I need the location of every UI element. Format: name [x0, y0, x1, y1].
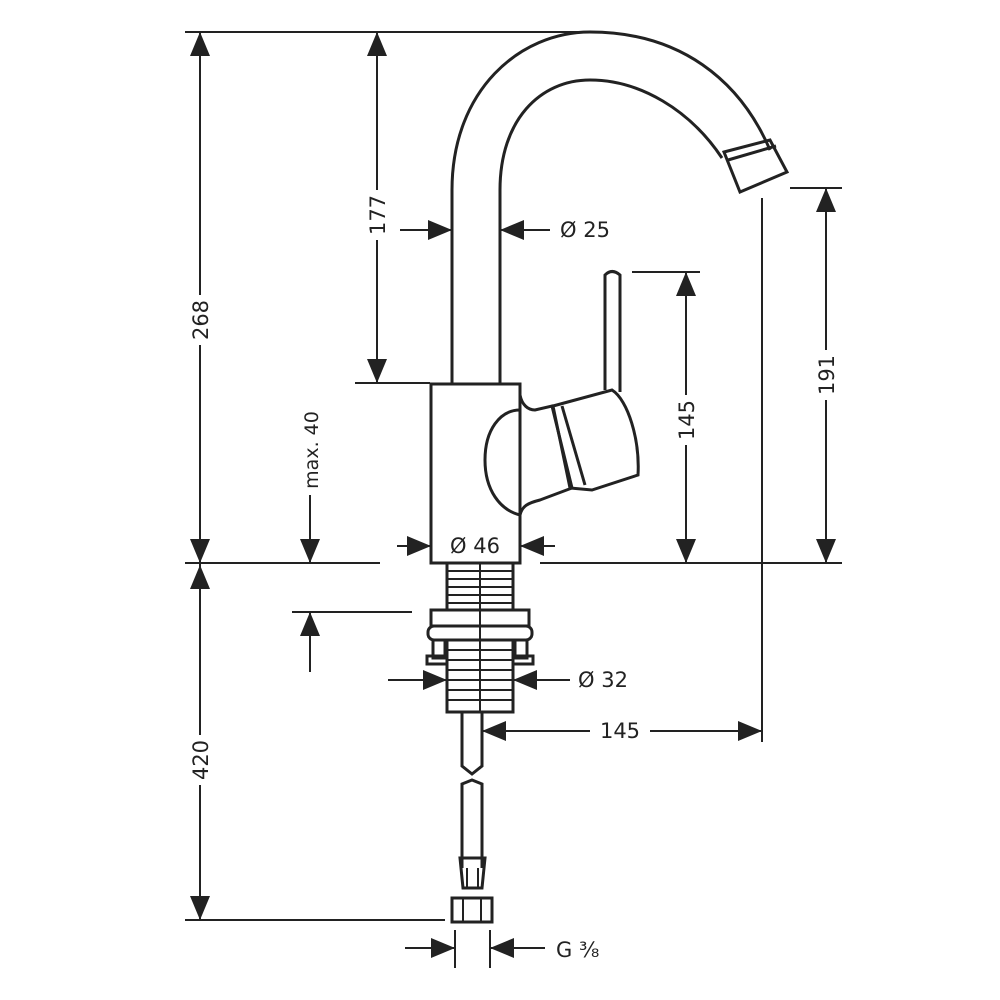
dimension-145-vertical: 145 [674, 272, 699, 563]
hose-upper [460, 712, 484, 776]
spout-nozzle [721, 138, 790, 194]
dim-label-dia-32: Ø 32 [578, 668, 628, 692]
hose-ferrule [458, 856, 487, 890]
dimension-dia-32: Ø 32 [388, 668, 628, 692]
extension-lines [185, 31, 842, 968]
dimension-177: 177 [365, 32, 390, 383]
faucet-outline [425, 30, 790, 924]
hose-lower [460, 778, 484, 868]
dimension-191: 191 [814, 188, 839, 563]
dim-label-dia-46: Ø 46 [450, 534, 500, 558]
lever-rod [603, 270, 622, 392]
dim-label-g-3-8: G ³⁄₈ [556, 938, 599, 962]
dim-label-177: 177 [366, 195, 390, 235]
lever-handle [551, 388, 640, 492]
dimension-420: 420 [188, 563, 213, 920]
dim-label-max-40: max. 40 [301, 411, 323, 489]
connection-nut [450, 896, 494, 924]
dimension-max-40: max. 40 [300, 411, 323, 672]
spout-inner [498, 78, 724, 383]
spout-outer [450, 30, 772, 383]
dim-label-191: 191 [815, 355, 839, 395]
dimension-g-3-8: G ³⁄₈ [405, 938, 599, 962]
lever-base [483, 394, 574, 517]
dim-label-145-horizontal: 145 [600, 719, 640, 743]
dimension-268: 268 [188, 32, 213, 563]
dimension-145-horizontal: 145 [482, 719, 762, 743]
dim-label-dia-25: Ø 25 [560, 218, 610, 242]
dim-label-420: 420 [189, 740, 213, 780]
dimension-dia-25: Ø 25 [400, 218, 610, 242]
dim-label-268: 268 [189, 300, 213, 340]
dimension-dia-46: Ø 46 [397, 534, 555, 558]
dim-label-145-vertical: 145 [675, 400, 699, 440]
